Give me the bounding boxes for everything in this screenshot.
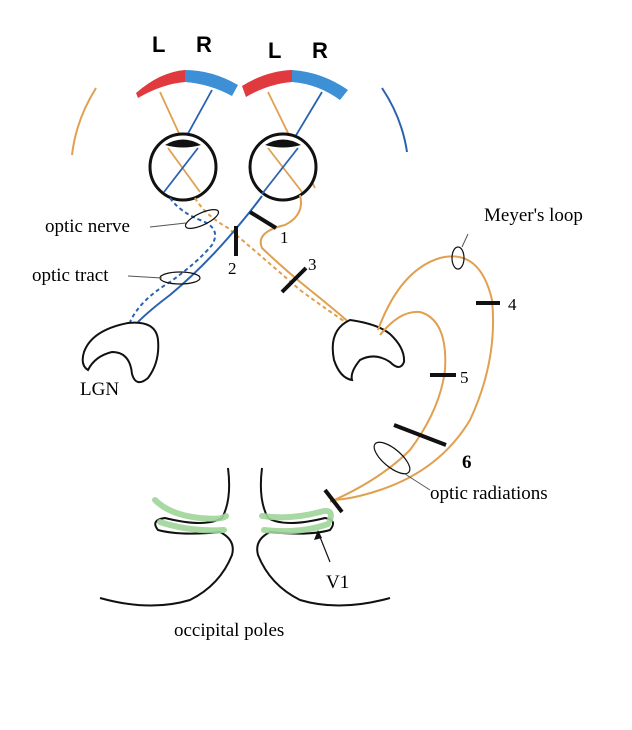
- optic-nerve-marker: [184, 209, 220, 229]
- occipital-poles-label: occipital poles: [174, 620, 284, 641]
- v1-cortex: [152, 497, 334, 535]
- right-eye-field-left-label: L: [268, 38, 281, 63]
- optic-tract-label: optic tract: [32, 265, 109, 286]
- peripheral-field-left-arc: [71, 87, 97, 156]
- lesion-4-label: 4: [508, 295, 517, 314]
- left-lgn: [81, 321, 160, 384]
- lesion-5-label: 5: [460, 368, 469, 387]
- right-eye: [248, 132, 318, 202]
- left-eye-field-right-label: R: [196, 32, 212, 57]
- lesion-1-label: 1: [280, 228, 289, 247]
- lesion-2-label: 2: [228, 259, 237, 278]
- meyers-loop-marker: [451, 246, 465, 270]
- visual-field-arcs: [136, 70, 348, 100]
- optic-radiations-marker: [373, 441, 411, 475]
- meyers-loop-label: Meyer's loop: [484, 205, 583, 226]
- lgn-label: LGN: [80, 379, 119, 400]
- lesion-bars: [234, 210, 500, 514]
- left-eye-field-left-half: [136, 70, 185, 98]
- lesion-3-label: 3: [308, 255, 317, 274]
- peripheral-field-right-arc: [381, 87, 408, 153]
- v1-arrow-head: [314, 530, 322, 540]
- lesion-6-bar: [393, 423, 447, 447]
- right-eye-field-right-half: [292, 70, 348, 100]
- right-lgn: [331, 318, 406, 382]
- right-eye-field-right-label: R: [312, 38, 328, 63]
- optic-radiations-label: optic radiations: [430, 483, 548, 504]
- right-eye-field-left-half: [242, 70, 292, 97]
- left-eye-field-right-half: [185, 70, 238, 96]
- lesion-3-bar: [280, 266, 308, 294]
- lesion-v1-bar: [323, 488, 344, 514]
- lesion-6-label: 6: [462, 452, 472, 473]
- left-eye-field-left-label: L: [152, 32, 165, 57]
- optic-nerve-label: optic nerve: [45, 216, 130, 237]
- lesion-1-bar: [248, 210, 278, 230]
- retinal-fibres: [129, 194, 353, 326]
- left-eye: [148, 132, 218, 202]
- v1-label: V1: [326, 572, 349, 593]
